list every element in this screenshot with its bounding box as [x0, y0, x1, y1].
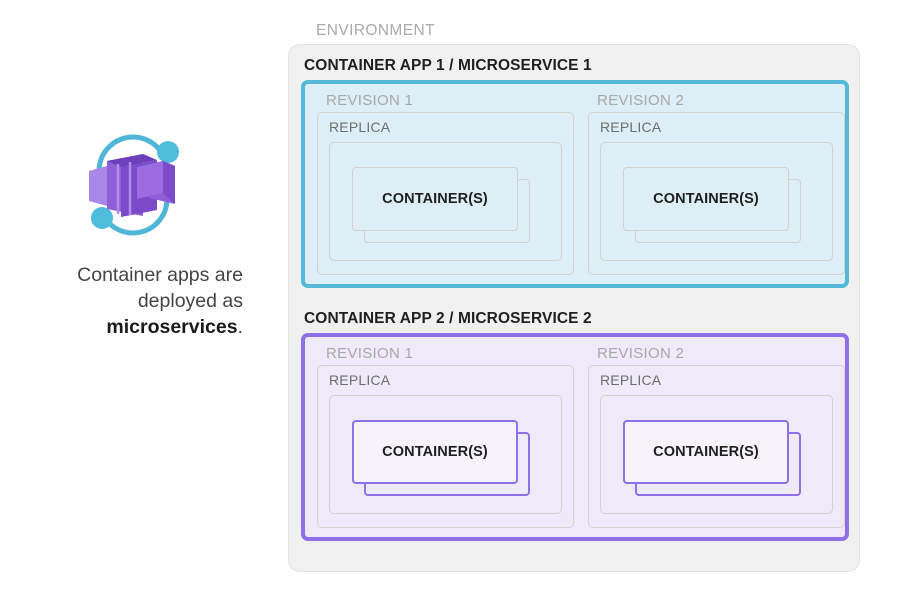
- app1-revision-1-label: REVISION 1: [326, 92, 414, 109]
- container-app-group-1: CONTAINER APP 1 / MICROSERVICE 1 REVISIO…: [301, 57, 849, 288]
- app2-revision-2-container-stack: CONTAINER(S): [623, 420, 801, 496]
- app2-revision-2-inner-frame: CONTAINER(S): [600, 395, 833, 514]
- caption-emphasis: microservices: [106, 316, 238, 338]
- app1-revision-1-replica-box: REPLICA CONTAINER(S): [317, 112, 574, 275]
- caption-text: Container apps are deployed as microserv…: [0, 262, 265, 340]
- app2-revision-1-replica-label: REPLICA: [329, 372, 391, 388]
- explanation-panel: Container apps are deployed as microserv…: [0, 130, 265, 360]
- app2-revision-1-container-label: CONTAINER(S): [382, 444, 488, 460]
- app2-revision-1-container-stack: CONTAINER(S): [352, 420, 530, 496]
- container-app-1-card: REVISION 1 REPLICA CONTAINER(S) REVISION: [301, 80, 849, 288]
- container-app-1-title: CONTAINER APP 1 / MICROSERVICE 1: [304, 57, 592, 74]
- app1-revision-2-replica-label: REPLICA: [600, 119, 662, 135]
- app1-revision-2-label: REVISION 2: [597, 92, 685, 109]
- app1-revision-2-container-label: CONTAINER(S): [653, 191, 759, 207]
- app2-revision-1-replica-box: REPLICA CONTAINER(S): [317, 365, 574, 528]
- container-app-2-card: REVISION 1 REPLICA CONTAINER(S) REVISION: [301, 333, 849, 541]
- container-box-front: CONTAINER(S): [352, 167, 518, 231]
- caption-period: .: [237, 316, 243, 338]
- environment-label: ENVIRONMENT: [316, 22, 435, 39]
- app2-revision-2-replica-box: REPLICA CONTAINER(S): [588, 365, 845, 528]
- app1-revision-2: REVISION 2 REPLICA CONTAINER(S): [588, 92, 845, 284]
- caption-line-1: Container apps are: [77, 264, 243, 286]
- container-app-group-2: CONTAINER APP 2 / MICROSERVICE 2 REVISIO…: [301, 310, 849, 541]
- azure-container-apps-icon: [0, 130, 265, 240]
- container-box-front: CONTAINER(S): [623, 167, 789, 231]
- app2-revision-1: REVISION 1 REPLICA CONTAINER(S): [317, 345, 574, 537]
- app1-revision-1: REVISION 1 REPLICA CONTAINER(S): [317, 92, 574, 284]
- app1-revision-1-container-stack: CONTAINER(S): [352, 167, 530, 243]
- app2-revision-2-replica-label: REPLICA: [600, 372, 662, 388]
- app2-revision-1-label: REVISION 1: [326, 345, 414, 362]
- app1-revision-1-inner-frame: CONTAINER(S): [329, 142, 562, 261]
- container-box-front: CONTAINER(S): [623, 420, 789, 484]
- container-app-2-title: CONTAINER APP 2 / MICROSERVICE 2: [304, 310, 592, 327]
- app2-revision-2-container-label: CONTAINER(S): [653, 444, 759, 460]
- app1-revision-1-replica-label: REPLICA: [329, 119, 391, 135]
- app2-revision-1-inner-frame: CONTAINER(S): [329, 395, 562, 514]
- app1-revision-2-container-stack: CONTAINER(S): [623, 167, 801, 243]
- caption-line-2: deployed as: [137, 290, 243, 312]
- app1-revision-2-inner-frame: CONTAINER(S): [600, 142, 833, 261]
- app1-revision-1-container-label: CONTAINER(S): [382, 191, 488, 207]
- app1-revision-2-replica-box: REPLICA CONTAINER(S): [588, 112, 845, 275]
- app2-revision-2-label: REVISION 2: [597, 345, 685, 362]
- container-box-front: CONTAINER(S): [352, 420, 518, 484]
- environment-box: CONTAINER APP 1 / MICROSERVICE 1 REVISIO…: [288, 44, 860, 572]
- app2-revision-2: REVISION 2 REPLICA CONTAINER(S): [588, 345, 845, 537]
